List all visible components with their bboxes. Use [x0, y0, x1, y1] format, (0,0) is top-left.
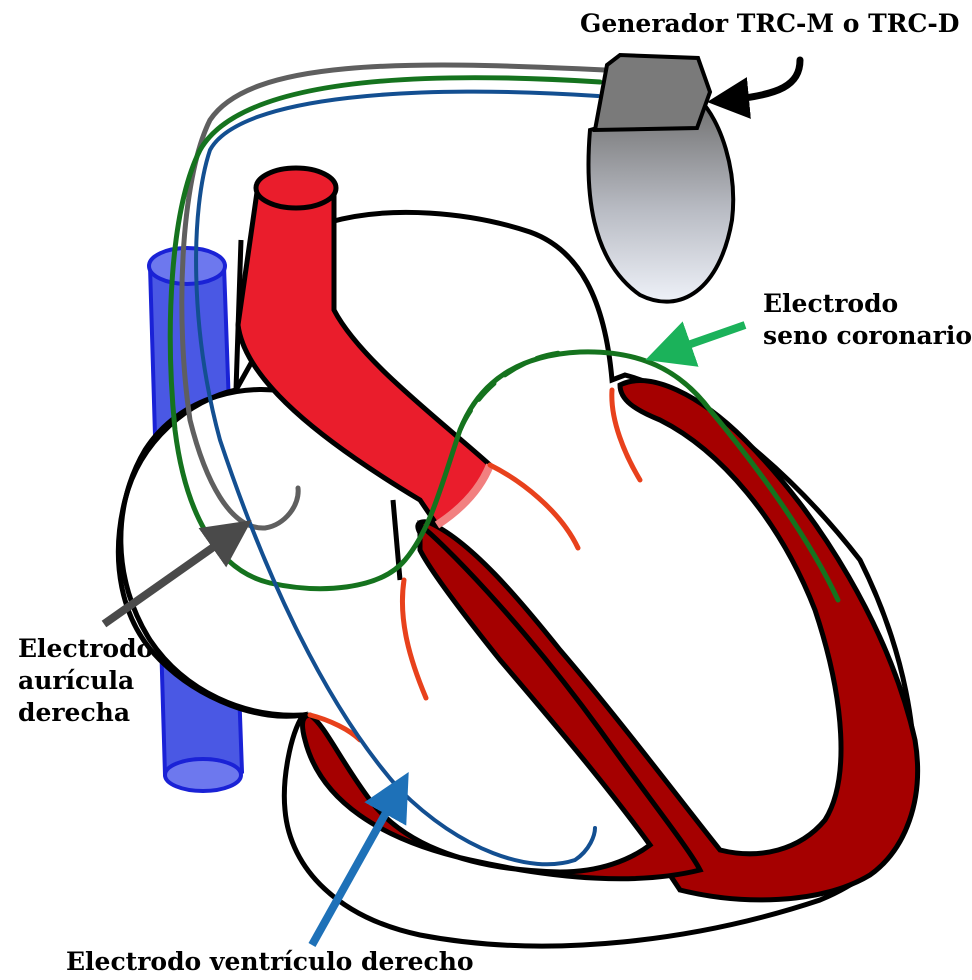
generator [588, 55, 733, 302]
right-ventricle-lead-label: Electrodo ventrículo derecho [66, 946, 474, 978]
label-line: derecha [18, 697, 153, 729]
generator-arrow [728, 60, 800, 100]
generator-label: Generador TRC-M o TRC-D [580, 8, 959, 40]
label-line: aurícula [18, 665, 153, 697]
coronary-sinus-lead-label: Electrodo seno coronario [763, 288, 972, 352]
coronary-sinus-arrow [668, 325, 745, 352]
right-atrium-lead-label: Electrodo aurícula derecha [18, 633, 153, 729]
label-line: Electrodo [763, 288, 972, 320]
label-line: Electrodo [18, 633, 153, 665]
label-line: seno coronario [763, 320, 972, 352]
